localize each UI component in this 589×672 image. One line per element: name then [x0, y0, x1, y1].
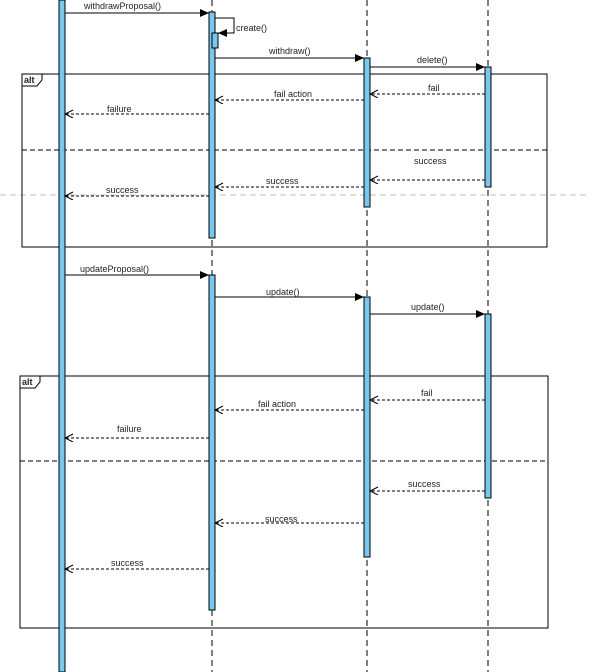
message-label: fail [421, 388, 433, 398]
message-label: fail action [258, 399, 296, 409]
message-label: withdrawProposal() [83, 1, 161, 11]
activation-bar-4b [484, 313, 492, 499]
message-label: update() [266, 287, 300, 297]
alt-fragment-1-label: alt [24, 75, 35, 85]
message-label: failure [107, 104, 132, 114]
alt-fragment-2-label: alt [22, 377, 33, 387]
activation-bar-1 [58, 0, 66, 672]
message-label: success [266, 176, 299, 186]
activation-bar-3a [363, 57, 371, 208]
message-label: update() [411, 302, 445, 312]
message-label: create() [236, 23, 267, 33]
message-label: success [111, 558, 144, 568]
activation-bar-2b [208, 274, 216, 611]
message-label: success [408, 479, 441, 489]
activation-bar-2-nested [211, 32, 219, 49]
message-label: failure [117, 424, 142, 434]
message-label: updateProposal() [80, 264, 149, 274]
message-label: withdraw() [268, 46, 311, 56]
activation-bar-2a [208, 11, 216, 239]
message-label: fail [428, 83, 440, 93]
message-label: success [414, 156, 447, 166]
activation-bar-4a [484, 66, 492, 188]
self-message-arrow [215, 17, 235, 37]
message-label: fail action [274, 89, 312, 99]
message-label: success [265, 514, 298, 524]
message-label: delete() [417, 55, 448, 65]
alt-fragment-2: alt [19, 375, 549, 629]
activation-bar-3b [363, 296, 371, 558]
message-label: success [106, 185, 139, 195]
alt-fragment-1: alt [21, 73, 548, 248]
